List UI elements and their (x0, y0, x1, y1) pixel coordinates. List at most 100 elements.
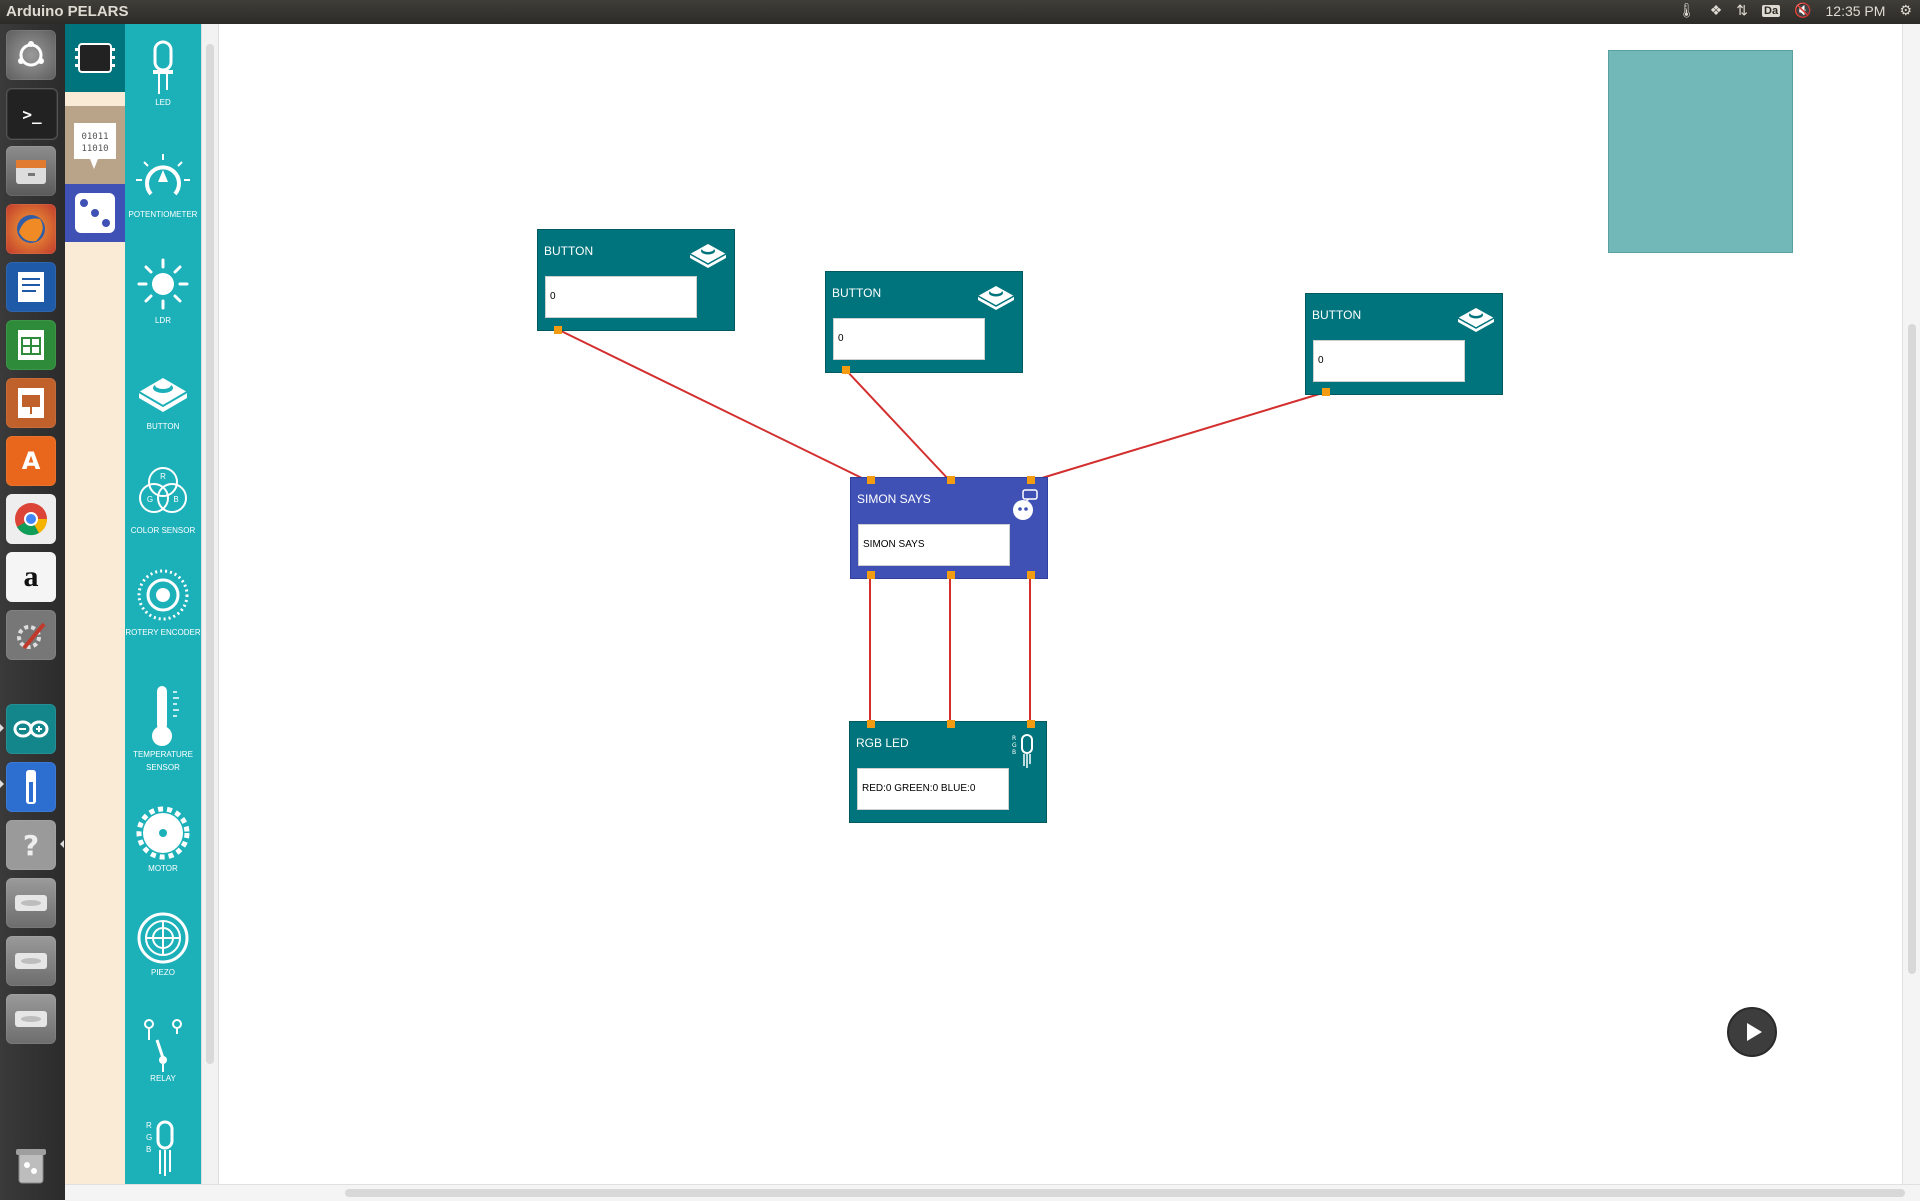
drive-3-icon[interactable] (6, 994, 56, 1044)
palette-item-label: MOTOR (148, 864, 178, 873)
palette-item-color-sensor[interactable]: R G B COLOR SENSOR (125, 460, 201, 537)
palette-scrollbar-thumb[interactable] (206, 44, 214, 1064)
output-port[interactable] (1027, 571, 1035, 579)
canvas-minimap[interactable] (1608, 50, 1793, 253)
input-port[interactable] (1027, 476, 1035, 484)
rgb-led-letter: R (146, 1121, 152, 1130)
palette-item-motor[interactable]: MOTOR (125, 804, 201, 875)
button-node[interactable]: BUTTON 0 (825, 271, 1023, 374)
trash-icon[interactable] (6, 1140, 56, 1190)
node-value-field[interactable]: 0 (833, 318, 985, 360)
data-category-icon[interactable]: 01011 11010 (65, 106, 125, 188)
firefox-icon[interactable] (6, 204, 56, 254)
palette-item-label: LED (155, 98, 171, 107)
color-sensor-letter: R (160, 472, 166, 481)
network-icon[interactable]: ⇅ (1736, 2, 1748, 18)
palette-item-rotary-encoder[interactable]: ROTERY ENCODER (125, 564, 201, 639)
rgb-led-letter: G (146, 1133, 152, 1142)
keyboard-layout-indicator[interactable]: Da (1762, 4, 1781, 17)
arduino-running-indicator (0, 724, 4, 732)
palette-item-relay[interactable]: RELAY (125, 1014, 201, 1085)
simon-face-icon (1011, 488, 1041, 526)
color-sensor-letter: B (173, 495, 178, 504)
color-sensor-icon: R G B (139, 467, 187, 513)
dash-home-icon[interactable] (6, 30, 56, 80)
volume-muted-icon[interactable]: 🔇 (1794, 2, 1812, 18)
palette-item-label: RELAY (150, 1074, 176, 1083)
rgb-led-letter: B (1012, 749, 1016, 756)
output-port[interactable] (554, 326, 562, 334)
input-port[interactable] (947, 720, 955, 728)
potentiometer-icon (136, 154, 190, 196)
palette-category-column: 01011 11010 (65, 24, 125, 1184)
piezo-icon (137, 912, 189, 964)
node-title: BUTTON (1312, 308, 1362, 322)
arduino-icon[interactable] (6, 704, 56, 754)
svg-text:11010: 11010 (81, 144, 108, 154)
button-node[interactable]: BUTTON 0 (537, 229, 735, 334)
svg-text:01011: 01011 (81, 132, 108, 142)
palette-item-label: LDR (154, 316, 171, 325)
palette-item-button[interactable]: BUTTON (125, 364, 201, 433)
palette-item-label: PIEZO (150, 968, 175, 977)
terminal-icon[interactable]: >_ (6, 88, 58, 140)
canvas-horizontal-scrollbar-thumb[interactable] (345, 1189, 1905, 1197)
rgb-led-letter: B (146, 1145, 151, 1154)
output-port[interactable] (1322, 388, 1330, 396)
palette-item-ldr[interactable]: LDR (125, 256, 201, 327)
canvas-horizontal-scrollbar[interactable] (65, 1184, 1920, 1201)
rgb-led-letter: G (1012, 742, 1017, 749)
system-tray: 🌡 ❖ ⇅ Da 🔇 12:35 PM ⚙ (1678, 2, 1912, 19)
palette-item-piezo[interactable]: PIEZO (125, 910, 201, 979)
canvas-vertical-scrollbar[interactable] (1902, 24, 1920, 1184)
thermometer-app-icon[interactable] (6, 762, 56, 812)
node-value-field[interactable]: 0 (545, 276, 697, 318)
palette-item-potentiometer[interactable]: POTENTIOMETER (125, 152, 201, 221)
node-value-field[interactable]: 0 (1313, 340, 1465, 382)
files-icon[interactable] (6, 146, 56, 196)
dropbox-icon[interactable]: ❖ (1709, 2, 1723, 18)
input-port[interactable] (947, 476, 955, 484)
palette-scrollbar[interactable] (201, 24, 218, 1184)
input-port[interactable] (1027, 720, 1035, 728)
palette-item-led[interactable]: LED (125, 38, 201, 109)
canvas-vertical-scrollbar-thumb[interactable] (1908, 324, 1916, 974)
impress-icon[interactable] (6, 378, 56, 428)
simon-says-node[interactable]: SIMON SAYS SIMON SAYS (850, 476, 1048, 579)
software-center-icon[interactable]: A (6, 436, 56, 486)
input-port[interactable] (867, 476, 875, 484)
output-port[interactable] (842, 366, 850, 374)
thermometer-indicator-icon[interactable]: 🌡 (1677, 2, 1696, 18)
node-title: SIMON SAYS (857, 492, 931, 506)
drive-2-icon[interactable] (6, 936, 56, 986)
button-node-icon (1456, 304, 1496, 338)
output-port[interactable] (867, 571, 875, 579)
palette-item-label: TEMPERATURE SENSOR (133, 750, 193, 772)
help-icon[interactable]: ? (6, 820, 56, 870)
calc-icon[interactable] (6, 320, 56, 370)
session-gear-icon[interactable]: ⚙ (1899, 2, 1912, 18)
button-node[interactable]: BUTTON 0 (1305, 293, 1503, 396)
play-button[interactable] (1727, 1007, 1777, 1057)
node-value-field[interactable]: SIMON SAYS (858, 524, 1010, 566)
thermometer-running-indicator (0, 780, 4, 788)
drive-1-icon[interactable] (6, 878, 56, 928)
input-port[interactable] (867, 720, 875, 728)
logic-category-icon[interactable] (65, 184, 125, 242)
system-settings-icon[interactable] (6, 610, 56, 660)
motor-icon (136, 806, 190, 860)
output-port[interactable] (947, 571, 955, 579)
color-sensor-letter: G (147, 495, 153, 504)
palette-item-label: COLOR SENSOR (130, 526, 196, 535)
palette-item-temperature-sensor[interactable]: TEMPERATURE SENSOR (125, 684, 201, 774)
writer-icon[interactable] (6, 262, 56, 312)
clock[interactable]: 12:35 PM (1825, 2, 1886, 19)
rgb-led-letter: R (1012, 735, 1016, 742)
chrome-icon[interactable] (6, 494, 56, 544)
node-value-field[interactable]: RED:0 GREEN:0 BLUE:0 (857, 768, 1009, 810)
amazon-icon[interactable]: a (6, 552, 56, 602)
hardware-category-icon[interactable] (65, 24, 125, 92)
